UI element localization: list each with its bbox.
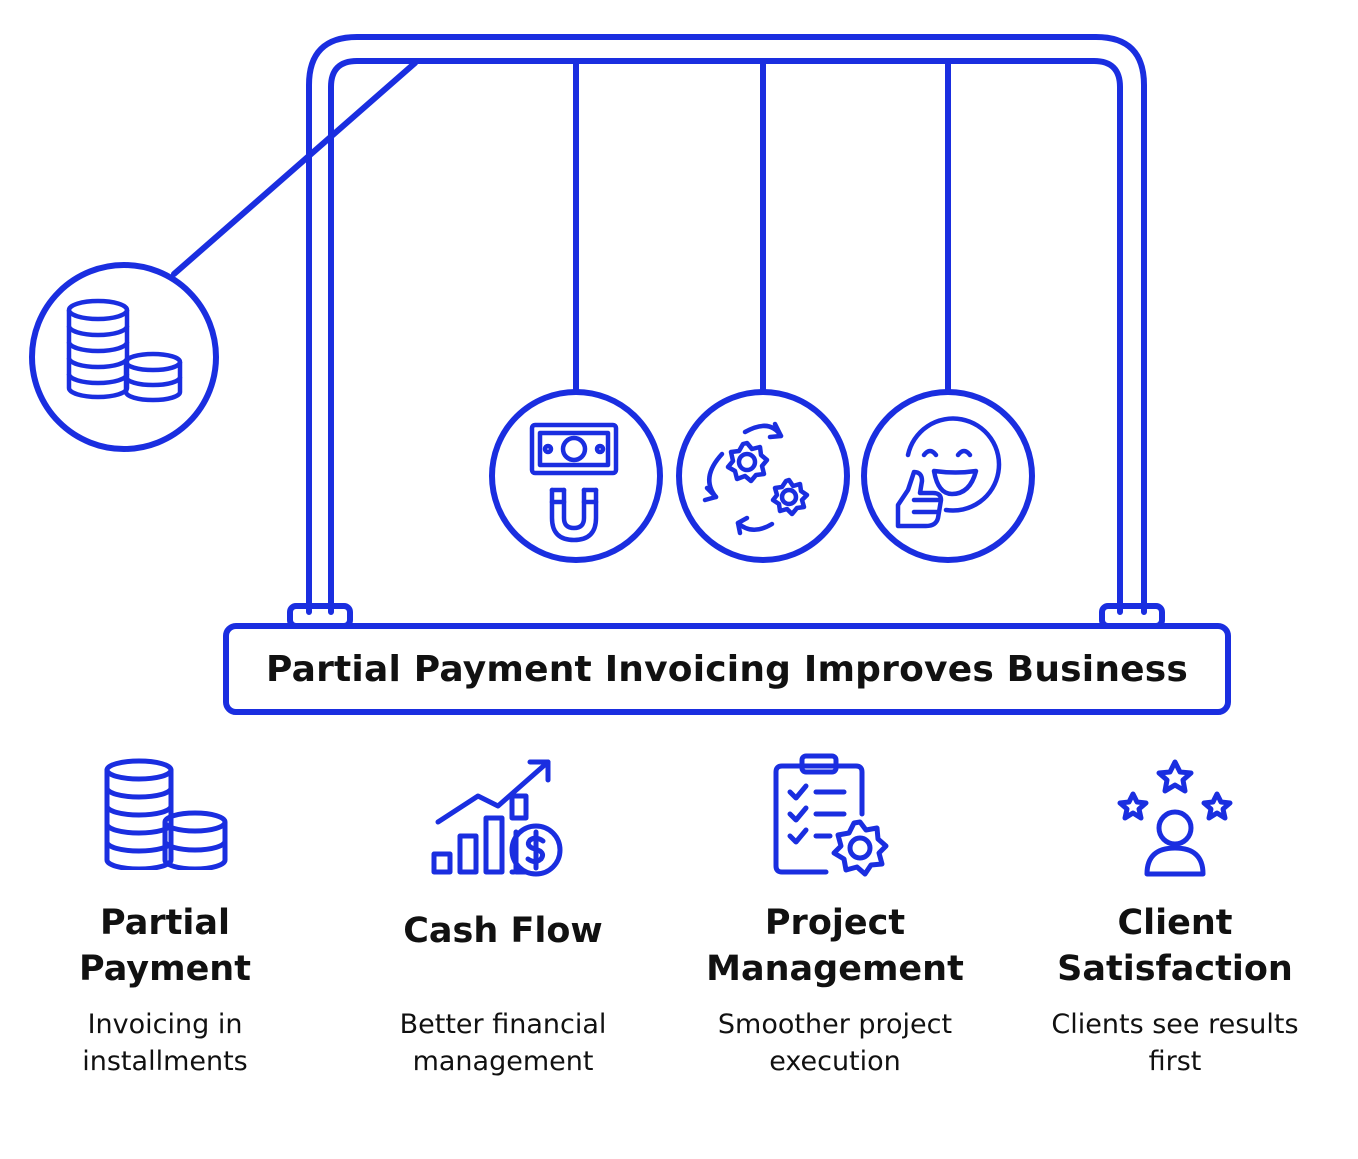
ball-3 — [861, 389, 1035, 563]
cash-flow-chart-icon — [431, 759, 563, 877]
swing-string — [171, 60, 418, 277]
newtons-cradle-diagram — [29, 34, 1231, 715]
diagram-title: Partial Payment Invoicing Improves Busin… — [265, 648, 1189, 690]
benefit-title: Client Satisfaction — [1057, 903, 1293, 989]
benefit-client-satisfaction: Client Satisfaction Clients see results … — [1025, 750, 1325, 1077]
benefit-title: Partial Payment — [79, 903, 251, 989]
client-stars-icon — [1117, 759, 1233, 877]
happy-thumbs-up-icon — [895, 416, 1002, 529]
benefit-description: Better financial management — [399, 1009, 607, 1077]
ball-1 — [489, 389, 663, 563]
benefit-description: Clients see results first — [1051, 1009, 1299, 1077]
coin-stacks-icon — [66, 298, 183, 403]
cradle-base — [223, 623, 1231, 715]
clipboard-gear-icon — [773, 753, 889, 877]
cradle-frame-outer — [306, 34, 1147, 615]
coin-stacks-icon — [104, 758, 228, 870]
cradle-frame-inner — [328, 58, 1123, 615]
ball-2 — [676, 389, 850, 563]
benefit-description: Smoother project execution — [717, 1009, 953, 1077]
swinging-ball — [29, 262, 219, 452]
benefit-cash-flow: Cash Flow Better financial management — [353, 750, 653, 1077]
gears-cycle-icon — [702, 421, 810, 536]
benefit-description: Invoicing in installments — [82, 1009, 248, 1077]
money-magnet-icon — [529, 422, 619, 543]
benefit-partial-payment: Partial Payment Invoicing in installment… — [15, 750, 315, 1077]
benefit-title: Project Management — [706, 903, 964, 989]
benefit-project-management: Project Management Smoother project exec… — [685, 750, 985, 1077]
benefit-title: Cash Flow — [403, 911, 603, 951]
